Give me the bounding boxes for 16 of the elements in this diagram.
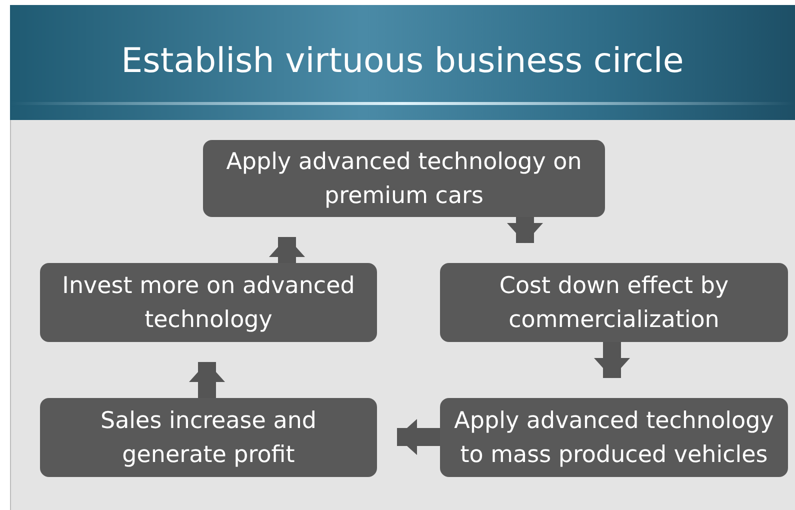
box-text: Apply advanced technology to mass produced vehicles xyxy=(453,406,775,470)
process-box xyxy=(440,263,788,342)
block-arrow xyxy=(397,419,440,455)
block-arrow xyxy=(594,342,630,378)
process-box xyxy=(440,398,788,477)
process-box xyxy=(40,398,377,477)
block-arrow xyxy=(189,362,225,398)
process-box xyxy=(40,263,377,342)
title: Establish virtuous business circle xyxy=(120,40,685,83)
box-text: Invest more on advanced technology xyxy=(61,272,356,334)
process-box xyxy=(203,140,605,217)
block-arrow xyxy=(269,237,305,263)
box-text: Apply advanced technology on premium cars xyxy=(225,148,583,210)
block-arrow xyxy=(507,217,543,243)
box-text: Cost down effect by commercialization xyxy=(498,272,730,334)
box-text: Sales increase and generate profit xyxy=(99,406,318,470)
